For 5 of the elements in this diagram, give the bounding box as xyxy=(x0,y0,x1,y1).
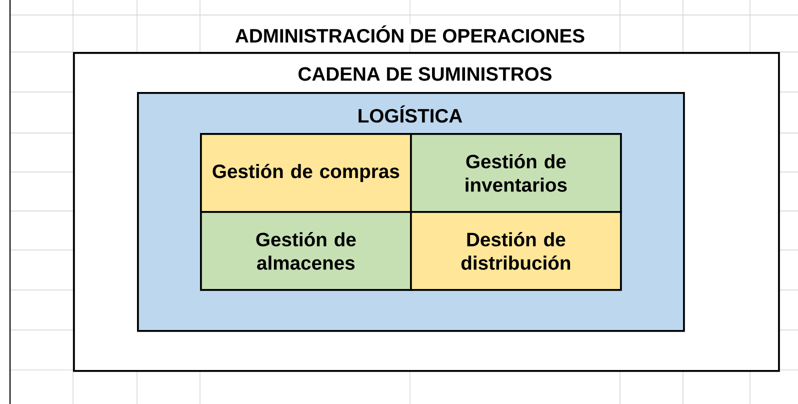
cell-box: Gestión de inventarios xyxy=(410,133,622,213)
cell-box: Gestión de almacenes xyxy=(200,211,412,291)
cell-box: Destión de distribución xyxy=(410,211,622,291)
heading: ADMINISTRACIÓN DE OPERACIONES xyxy=(234,24,586,44)
cell-box: Gestión de compras xyxy=(200,133,412,213)
